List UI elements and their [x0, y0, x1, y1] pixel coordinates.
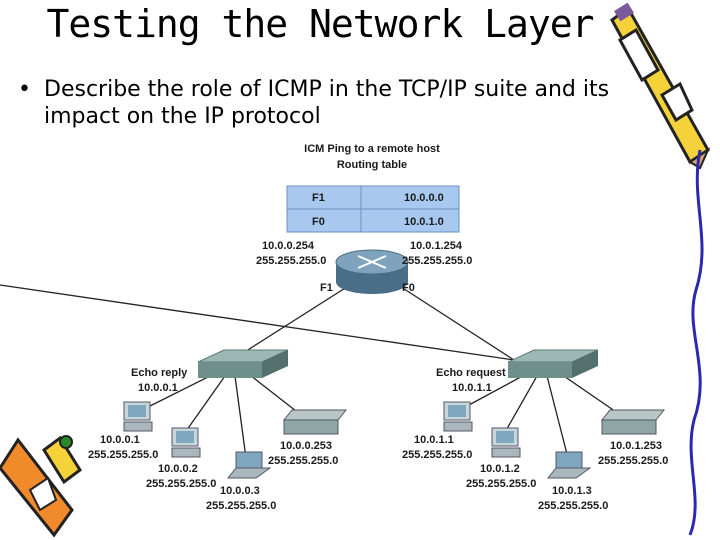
host-l1-ip: 10.0.0.1	[100, 434, 140, 446]
left-switch-icon	[197, 349, 289, 378]
diagram-heading: ICM Ping to a remote host	[304, 143, 440, 155]
table-row-2-interface: F0	[312, 216, 325, 228]
host-r2-mask: 255.255.255.0	[466, 478, 536, 490]
router-port-f0: F0	[402, 282, 415, 294]
router-left-mask: 255.255.255.0	[256, 255, 326, 267]
host-l1-mask: 255.255.255.0	[88, 449, 158, 461]
router-right-ip: 10.0.1.254	[410, 240, 463, 252]
host-pc-10-0-0-1-icon	[123, 401, 153, 432]
left-switch-ip: 10.0.0.1	[138, 382, 178, 394]
host-r1-ip: 10.0.1.1	[414, 434, 454, 446]
host-l3-ip: 10.0.0.3	[220, 485, 260, 497]
host-pc-10-0-1-2-icon	[491, 427, 521, 458]
host-laptop-10-0-0-3-icon	[226, 451, 272, 479]
host-pc-10-0-1-1-icon	[443, 401, 473, 432]
router-right-mask: 255.255.255.0	[402, 255, 472, 267]
host-l3-mask: 255.255.255.0	[206, 500, 276, 512]
pencil-bottom-left-icon	[0, 435, 83, 538]
routing-table: F1 10.0.0.0 F0 10.0.1.0	[286, 185, 460, 233]
table-row-2-network: 10.0.1.0	[404, 216, 444, 228]
host-r2-ip: 10.0.1.2	[480, 463, 520, 475]
host-pc-10-0-0-2-icon	[171, 427, 201, 458]
pencil-top-right-icon	[610, 2, 711, 170]
slide-title: Testing the Network Layer	[46, 2, 595, 46]
table-row-1-network: 10.0.0.0	[404, 192, 444, 204]
host-l4-mask: 255.255.255.0	[268, 455, 338, 467]
host-laptop-10-0-1-3-icon	[546, 451, 592, 479]
host-r1-mask: 255.255.255.0	[402, 449, 472, 461]
host-l2-mask: 255.255.255.0	[146, 478, 216, 490]
host-r3-mask: 255.255.255.0	[538, 500, 608, 512]
host-r4-ip: 10.0.1.253	[610, 440, 662, 452]
host-l2-ip: 10.0.0.2	[158, 463, 198, 475]
bullet-text: Describe the role of ICMP in the TCP/IP …	[44, 77, 610, 129]
right-switch-icon	[507, 349, 599, 378]
right-switch-label: Echo request	[436, 367, 506, 379]
host-r3-ip: 10.0.1.3	[552, 485, 592, 497]
left-switch-label: Echo reply	[131, 367, 188, 379]
decorative-right-border-icon	[688, 149, 704, 536]
host-server-10-0-1-253-icon	[600, 409, 666, 435]
router-left-ip: 10.0.0.254	[262, 240, 315, 252]
router-port-f1: F1	[320, 282, 333, 294]
bullet-dot-icon: •	[18, 77, 31, 102]
router-icon	[335, 249, 409, 294]
host-r4-mask: 255.255.255.0	[598, 455, 668, 467]
network-links	[0, 284, 623, 459]
routing-table-heading: Routing table	[337, 159, 407, 171]
right-switch-ip: 10.0.1.1	[452, 382, 492, 394]
host-server-10-0-0-253-icon	[282, 409, 348, 435]
host-l4-ip: 10.0.0.253	[280, 440, 332, 452]
table-row-1-interface: F1	[312, 192, 325, 204]
